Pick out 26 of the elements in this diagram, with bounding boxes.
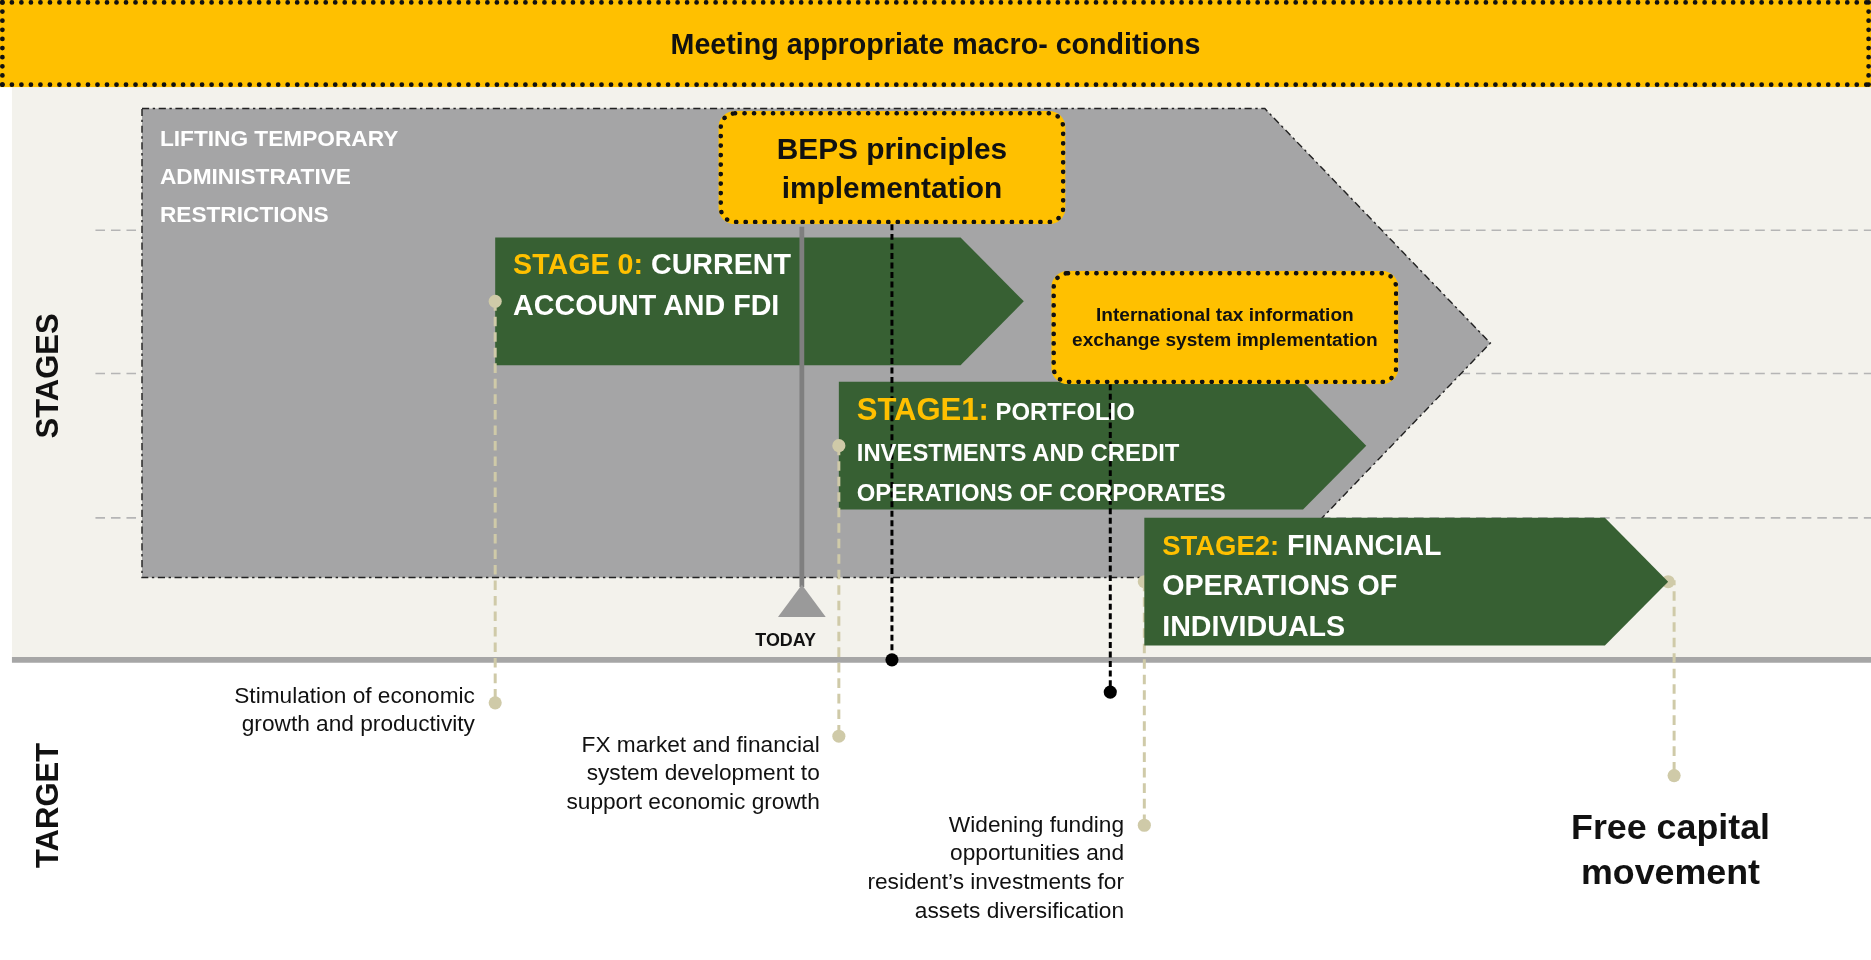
banner-title: Meeting appropriate macro- conditions bbox=[670, 26, 1201, 61]
milestone-box bbox=[1051, 270, 1399, 385]
leader-line bbox=[488, 294, 502, 710]
phase-title: LIFTING TEMPORARY ADMINISTRATIVE RESTRICTIONS bbox=[159, 124, 399, 229]
milestone-title: BEPS principles implementation bbox=[775, 130, 1009, 206]
leader-line bbox=[885, 222, 899, 667]
leader-line bbox=[1137, 575, 1151, 832]
target-text: Widening funding opportunities and resident’s investments for assets diversification bbox=[861, 810, 1125, 960]
stage-banner bbox=[838, 381, 1367, 510]
leader-line bbox=[1103, 382, 1117, 699]
leader-line bbox=[1661, 575, 1681, 783]
target-text: Free capital movement bbox=[1539, 804, 1802, 893]
leader-line bbox=[832, 439, 846, 743]
condition-banner bbox=[0, 0, 1871, 88]
milestone-title: International tax information exchange system implementation bbox=[1071, 302, 1379, 352]
target-text: Stimulation of economic growth and productivity bbox=[167, 681, 475, 753]
axis-label: STAGES bbox=[29, 313, 67, 439]
stage-banner bbox=[495, 237, 1024, 366]
stage-title: STAGE1: PORTFOLIO INVESTMENTS AND CREDIT OPERATIONS OF CORPORATES bbox=[856, 390, 1227, 508]
stage-title: STAGE2: FINANCIAL OPERATIONS OF INDIVIDUALS bbox=[1162, 527, 1442, 644]
axis-label: TARGET bbox=[29, 742, 67, 869]
marker-label: TODAY bbox=[755, 628, 816, 650]
target-text: FX market and financial system development to support economic growth bbox=[533, 730, 820, 850]
stage-banner bbox=[1144, 517, 1669, 646]
milestone-box bbox=[718, 110, 1066, 225]
stage-title: STAGE 0: CURRENT ACCOUNT AND FDI bbox=[513, 247, 792, 323]
